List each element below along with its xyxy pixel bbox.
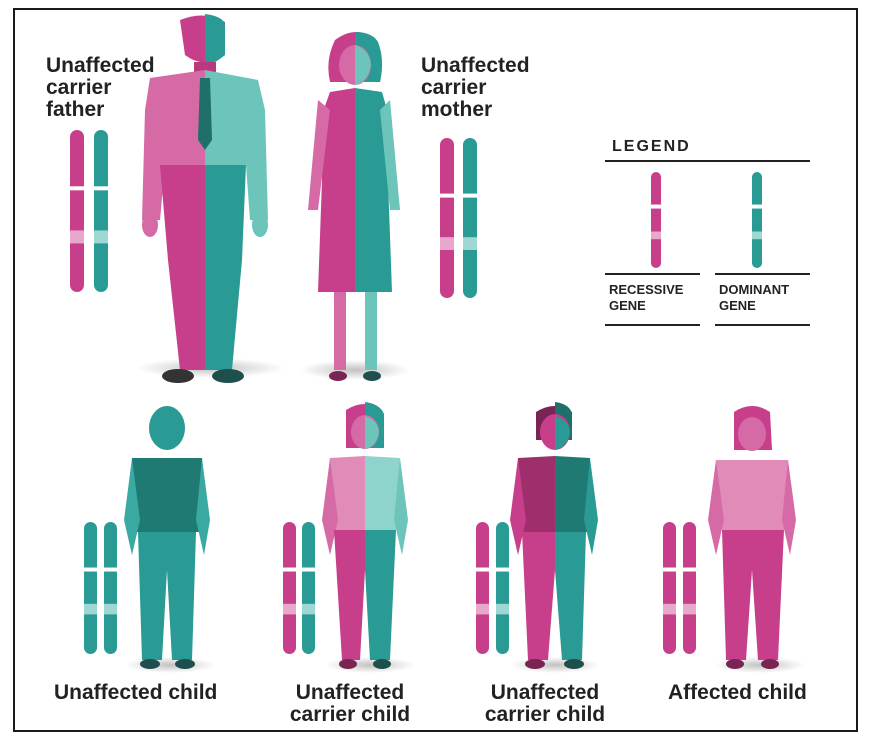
child4-chromosome-a bbox=[662, 522, 677, 654]
legend-dominant-label: DOMINANT GENE bbox=[719, 282, 789, 314]
child2-label: Unaffected carrier child bbox=[275, 682, 425, 726]
child2-chromosome-b bbox=[301, 522, 316, 654]
mother-chromosome-dominant bbox=[462, 138, 478, 298]
legend-dominant-chromosome-icon bbox=[751, 172, 763, 268]
child3-chromosome-a bbox=[475, 522, 490, 654]
father-chromosome-recessive bbox=[69, 130, 85, 292]
mother-chromosome-recessive bbox=[439, 138, 455, 298]
child-unaffected-figure bbox=[124, 406, 215, 673]
legend-recessive-chromosome-icon bbox=[650, 172, 662, 268]
child3-chromosome-b bbox=[495, 522, 510, 654]
legend-recessive-rule-bottom bbox=[605, 324, 700, 326]
legend-top-rule bbox=[605, 160, 810, 162]
child-carrier-girl-figure bbox=[322, 402, 415, 673]
child1-chromosome-a bbox=[83, 522, 98, 654]
father-chromosome-dominant bbox=[93, 130, 109, 292]
child-affected-figure bbox=[708, 406, 805, 673]
mother-label: Unaffected carrier mother bbox=[421, 55, 530, 121]
child3-label: Unaffected carrier child bbox=[470, 682, 620, 726]
child1-label: Unaffected child bbox=[54, 682, 217, 704]
father-figure bbox=[135, 14, 285, 383]
legend-recessive-rule-top bbox=[605, 273, 700, 275]
father-label: Unaffected carrier father bbox=[46, 55, 155, 121]
child1-chromosome-b bbox=[103, 522, 118, 654]
mother-figure bbox=[300, 32, 410, 381]
legend-recessive-label: RECESSIVE GENE bbox=[609, 282, 683, 314]
child4-label: Affected child bbox=[668, 682, 807, 704]
child4-chromosome-b bbox=[682, 522, 697, 654]
legend-dominant-rule-top bbox=[715, 273, 810, 275]
legend-dominant-rule-bottom bbox=[715, 324, 810, 326]
child-carrier-boy-figure bbox=[510, 402, 600, 673]
child2-chromosome-a bbox=[282, 522, 297, 654]
legend-title: LEGEND bbox=[612, 138, 691, 156]
